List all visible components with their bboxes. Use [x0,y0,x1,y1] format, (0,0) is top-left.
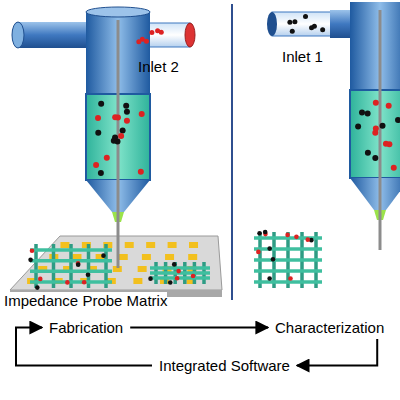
particle-dot [111,138,117,144]
process-step: Integrated Software [156,356,293,375]
particle-dot [124,109,130,115]
probe-plate [10,236,222,297]
particle-dot [309,25,314,30]
particle-dot [359,110,365,116]
particle-dot [355,124,361,130]
particle-dot [144,39,149,44]
inlet-label: Inlet 1 [282,48,323,65]
electrode-pad [142,254,151,260]
process-step: Characterization [272,318,387,337]
electrode-pad [138,266,147,272]
particle-dot [395,117,400,123]
particle-dot [95,130,101,136]
particle-dot [303,14,308,19]
electrode-pad [125,242,134,248]
particle-dot [365,111,371,117]
particle-dot [373,100,379,106]
left-print-head [12,7,195,268]
flow-arrow [130,327,268,329]
particle-dot [112,114,118,120]
process-step: Fabrication [46,318,126,337]
particle-dot [391,165,397,171]
electrode-pad [189,242,198,248]
electrode-pad [60,242,69,248]
particle-dot [372,155,378,161]
particle-dot [118,133,124,139]
electrode-pad [165,254,174,260]
step-text: Fabrication [49,319,123,336]
particle-dot [136,39,141,44]
inlet-label: Inlet 2 [138,58,179,75]
particle-dot [95,115,101,121]
particle-dot [292,19,297,24]
flow-arrow [297,339,377,366]
electrode-pad [188,254,197,260]
particle-dot [120,127,126,133]
particle-dot [93,162,99,168]
electrode-pad [133,278,142,284]
particle-dot [138,169,144,175]
particle-dot [124,118,130,124]
particle-dot [290,29,295,34]
particle-dot [123,103,129,109]
particle-dot [373,126,379,132]
right-print-head [267,2,400,250]
particle-dot [155,28,160,33]
panel-divider [231,4,233,300]
step-text: Integrated Software [159,357,290,374]
plate-label: Impedance Probe Matrix [4,292,167,309]
particle-dot [365,150,371,156]
particle-dot [383,141,389,147]
particle-dot [98,101,104,107]
electrode-pad [119,254,128,260]
particle-dot [380,123,386,129]
printed-lattice [254,230,322,288]
step-text: Characterization [275,319,384,336]
particle-dot [287,20,292,25]
particle-dot [104,155,110,161]
electrode-pad [168,242,177,248]
particle-dot [149,30,154,35]
particle-dot [320,27,325,32]
particle-dot [386,103,392,109]
particle-dot [139,111,145,117]
particle-dot [98,170,104,176]
electrode-pad [146,242,155,248]
